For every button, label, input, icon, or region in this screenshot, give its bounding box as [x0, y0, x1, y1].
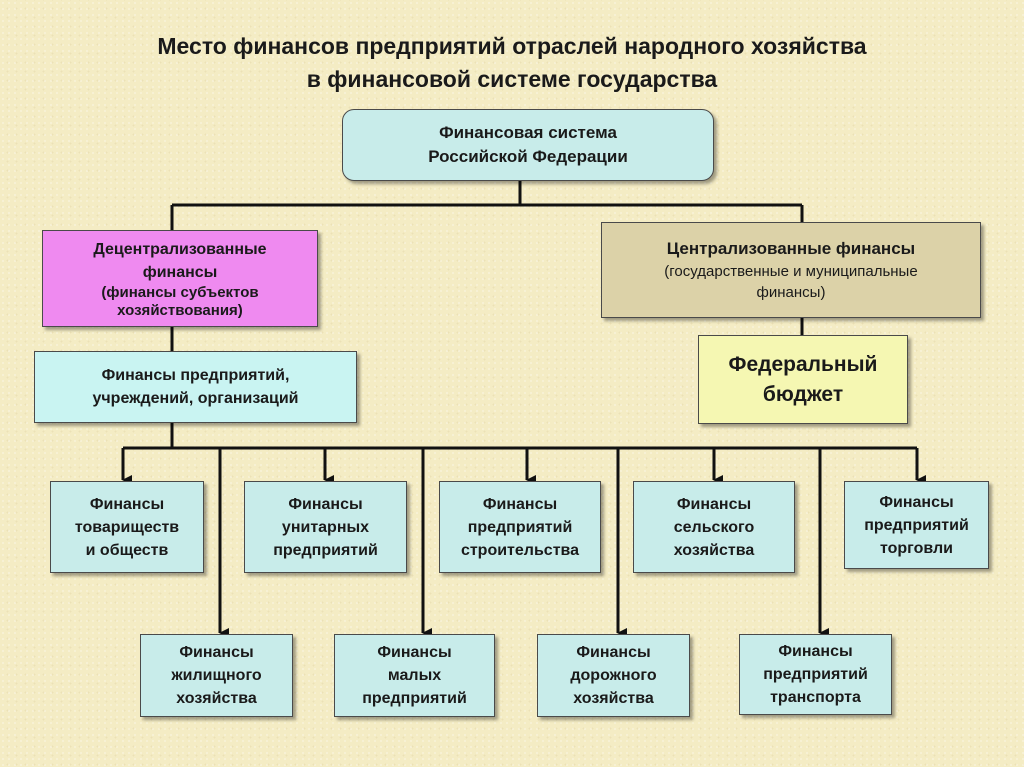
- category-line: товариществ: [74, 518, 180, 536]
- category-line: Финансы: [576, 644, 651, 661]
- category-line: сельского: [673, 518, 755, 536]
- category-line: Финансы: [778, 643, 853, 660]
- enterprises-line-2: учреждений, организаций: [92, 390, 299, 407]
- financial-system-root-node: Финансовая система Российской Федерации: [342, 109, 714, 181]
- construction-finance-node: Финансы предприятий строительства: [439, 481, 601, 573]
- enterprises-line-1: Финансы предприятий,: [101, 367, 290, 384]
- category-line: Финансы: [377, 644, 452, 661]
- diagram-title: Место финансов предприятий отраслей наро…: [0, 30, 1024, 96]
- enterprise-finance-node: Финансы предприятий, учреждений, организ…: [34, 351, 357, 423]
- title-line-2: в финансовой системе государства: [306, 66, 718, 92]
- category-line: торговли: [879, 539, 954, 557]
- category-line: строительства: [460, 541, 580, 559]
- unitary-enterprises-finance-node: Финансы унитарных предприятий: [244, 481, 407, 573]
- category-line: Финансы: [89, 495, 165, 513]
- centralized-sub-2: финансы): [756, 284, 826, 301]
- category-line: дорожного: [570, 667, 657, 684]
- centralized-sub-1: (государственные и муниципальные: [664, 263, 918, 280]
- decentralized-sub-2: хозяйствования): [117, 301, 243, 319]
- category-line: Финансы: [879, 493, 954, 511]
- category-line: предприятий: [362, 690, 467, 707]
- federal-budget-line-1: Федеральный: [728, 352, 878, 376]
- federal-budget-node: Федеральный бюджет: [698, 335, 908, 424]
- arrows-to-categories: [121, 448, 926, 638]
- decentralized-finance-node: Децентрализованные финансы (финансы субъ…: [42, 230, 318, 327]
- decentralized-line-1: Децентрализованные: [93, 240, 267, 258]
- category-line: Финансы: [676, 495, 752, 513]
- centralized-finance-node: Централизованные финансы (государственны…: [601, 222, 981, 318]
- category-line: предприятий: [763, 666, 868, 683]
- small-enterprises-finance-node: Финансы малых предприятий: [334, 634, 495, 717]
- decentralized-sub-1: (финансы субъектов: [101, 283, 259, 301]
- decentralized-line-2: финансы: [142, 263, 218, 281]
- category-line: предприятий: [864, 516, 969, 534]
- agriculture-finance-node: Финансы сельского хозяйства: [633, 481, 795, 573]
- federal-budget-line-2: бюджет: [762, 382, 844, 406]
- category-line: транспорта: [770, 689, 861, 706]
- category-line: малых: [387, 667, 442, 684]
- centralized-line-1: Централизованные финансы: [666, 239, 916, 258]
- category-line: хозяйства: [673, 541, 755, 559]
- category-line: предприятий: [467, 518, 573, 536]
- transport-finance-node: Финансы предприятий транспорта: [739, 634, 892, 715]
- category-line: хозяйства: [573, 690, 654, 707]
- category-line: Финансы: [179, 644, 254, 661]
- category-line: Финансы: [482, 495, 558, 513]
- category-line: хозяйства: [176, 690, 257, 707]
- category-line: унитарных: [281, 518, 370, 536]
- housing-finance-node: Финансы жилищного хозяйства: [140, 634, 293, 717]
- title-line-1: Место финансов предприятий отраслей наро…: [157, 33, 867, 59]
- category-line: и обществ: [85, 541, 169, 559]
- category-line: Финансы: [288, 495, 363, 513]
- partnerships-finance-node: Финансы товариществ и обществ: [50, 481, 204, 573]
- root-line-1: Финансовая система: [439, 123, 617, 142]
- category-line: жилищного: [171, 667, 262, 684]
- road-finance-node: Финансы дорожного хозяйства: [537, 634, 690, 717]
- trade-finance-node: Финансы предприятий торговли: [844, 481, 989, 569]
- category-line: предприятий: [273, 541, 378, 559]
- root-line-2: Российской Федерации: [428, 147, 628, 166]
